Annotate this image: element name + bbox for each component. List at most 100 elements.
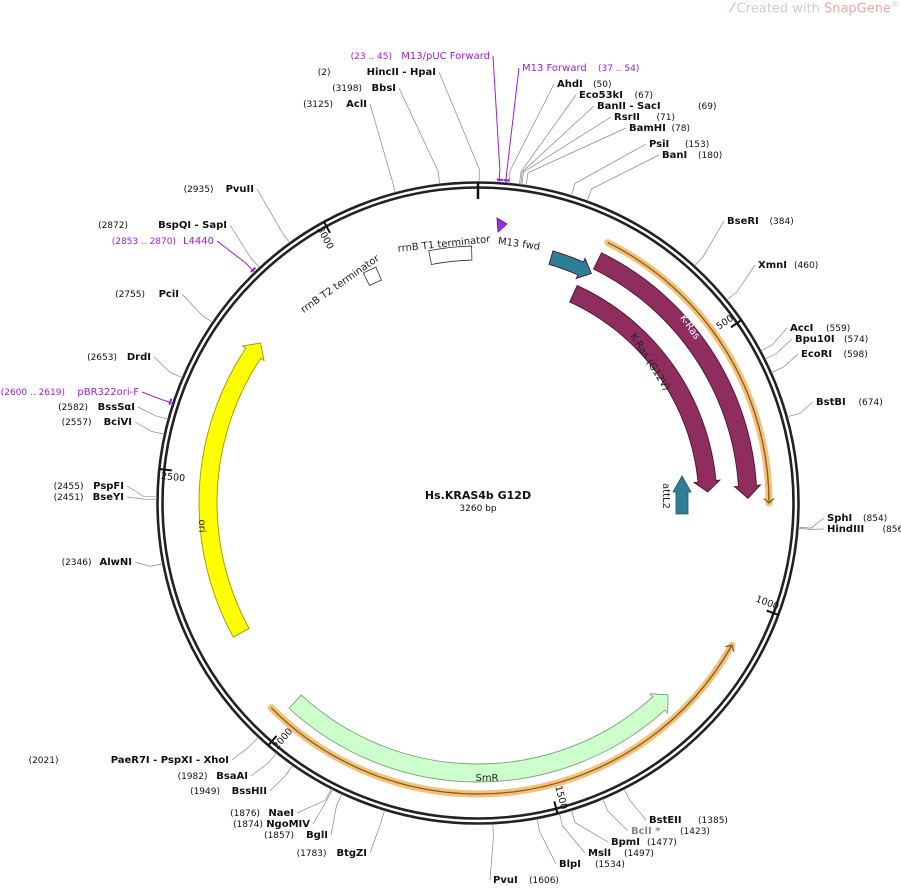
site-position: (2557) xyxy=(62,418,92,428)
primer-binding-mark-2 xyxy=(250,266,257,273)
site-leader-19 xyxy=(602,798,629,832)
site-label-36: DrdI (2653) xyxy=(87,352,151,363)
site-position: (180) xyxy=(698,151,722,161)
site-position: (1857) xyxy=(264,831,294,841)
orange-highlight-arrowhead-0 xyxy=(763,497,775,504)
orange-highlight-line-0 xyxy=(607,241,770,504)
site-label-28: BssHII(1949) xyxy=(190,786,267,797)
site-label-21: MslI(1497) xyxy=(588,848,654,859)
site-label-9: BanI (180) xyxy=(662,150,722,161)
snapgene-watermark: ⁄Created with SnapGene® xyxy=(731,0,900,17)
site-label-23: PvuI (1606) xyxy=(493,875,559,886)
site-label-31: AlwNI(2346) xyxy=(62,557,132,568)
site-leader-6 xyxy=(521,116,612,186)
site-label-7: BamHI(78) xyxy=(629,123,690,134)
site-name: HindIII xyxy=(827,524,864,535)
site-position: (674) xyxy=(859,398,883,408)
feature-kras-arrow xyxy=(592,252,762,499)
site-name: HincII - HpaI xyxy=(367,67,436,78)
site-name: BpmI xyxy=(611,837,640,848)
snapgene-logo-icon: ⁄ xyxy=(731,1,734,17)
site-label-4: Eco53kI(67) xyxy=(579,90,653,101)
site-label-19: BclI *(1423) xyxy=(631,826,710,837)
site-label-13: Bpu10I (574) xyxy=(795,334,868,345)
tick-mark-1000 xyxy=(766,609,780,616)
site-leader-29 xyxy=(250,752,277,777)
site-leader-32 xyxy=(126,496,158,500)
site-label-3: AhdI(50) xyxy=(557,79,611,90)
site-label-33: PspFI(2455) xyxy=(54,481,124,492)
site-name: BciVI xyxy=(104,417,132,428)
site-position: (1606) xyxy=(529,876,559,886)
site-label-26: NgoMIV(1874) xyxy=(233,819,310,830)
site-name: PciI xyxy=(159,289,179,300)
site-position: (460) xyxy=(794,261,818,271)
site-leader-31 xyxy=(134,561,163,567)
site-position: (67) xyxy=(635,91,653,101)
site-leader-24 xyxy=(369,810,386,854)
site-label-18: BstEII(1385) xyxy=(649,815,728,826)
site-name: AlwNI xyxy=(100,557,133,568)
feature-ori-arrow xyxy=(198,342,265,638)
site-name: BbsI xyxy=(372,83,396,94)
tick-mark-500 xyxy=(730,319,743,329)
site-leader-35 xyxy=(137,406,169,420)
site-label-29: BsaAI (1982) xyxy=(178,771,248,782)
site-name: BsaAI xyxy=(216,771,248,782)
site-position: (2935) xyxy=(184,185,214,195)
site-name: BssSαI xyxy=(98,402,135,413)
site-position: (78) xyxy=(672,124,690,134)
feature-label-attl2: attL2 xyxy=(660,483,671,509)
site-label-39: PvuII(2935) xyxy=(184,184,254,195)
site-name: DrdI xyxy=(127,352,151,363)
site-label-37: PciI(2755) xyxy=(115,289,179,300)
site-leader-28 xyxy=(269,765,294,792)
site-leader-20 xyxy=(570,810,609,843)
site-label-27: NaeI(1876) xyxy=(230,808,294,819)
site-position: (3198) xyxy=(332,84,362,94)
site-position: (1982) xyxy=(178,772,208,782)
site-name: NaeI xyxy=(268,808,294,819)
site-label-8: PsiI(153) xyxy=(649,139,709,150)
feature-label-smr: SmR xyxy=(475,773,498,784)
primer-leader-1 xyxy=(505,67,520,184)
site-leader-7 xyxy=(525,127,627,186)
site-name: PvuI xyxy=(493,875,518,886)
plasmid-length: 3260 bp xyxy=(459,504,496,514)
site-label-2: HincII - HpaI(2) xyxy=(318,67,436,78)
site-leader-12 xyxy=(760,327,788,352)
site-position: (856) xyxy=(883,525,901,535)
orange-highlight-arrowhead-1 xyxy=(725,644,735,652)
site-leader-1 xyxy=(398,87,441,185)
site-position: (1783) xyxy=(297,849,327,859)
primer-name: M13/pUC Forward xyxy=(401,51,490,62)
site-label-11: XmnI (460) xyxy=(758,260,818,271)
site-name: BglI xyxy=(306,830,328,841)
site-name: BanI xyxy=(662,150,687,161)
site-position: (598) xyxy=(844,350,868,360)
backbone-layer xyxy=(156,181,800,825)
site-name: BseRI xyxy=(727,216,759,227)
site-name: XmnI xyxy=(758,260,787,271)
tick-label-2500: 2500 xyxy=(160,471,185,484)
site-position: (2021) xyxy=(29,756,59,766)
site-label-0: AclI(3125) xyxy=(303,99,367,110)
feature-smr-arrow xyxy=(288,693,669,783)
site-position: (2653) xyxy=(87,353,117,363)
site-position: (574) xyxy=(844,335,868,345)
site-position: (3125) xyxy=(303,100,333,110)
site-position: (1534) xyxy=(595,860,625,870)
site-name: BspQI - SapI xyxy=(158,220,227,231)
site-label-16: SphI(854) xyxy=(827,513,887,524)
site-label-25: BglI (1857) xyxy=(264,830,328,841)
site-name: Bpu10I xyxy=(795,334,835,345)
site-leader-3 xyxy=(508,83,555,184)
site-position: (2872) xyxy=(98,221,128,231)
site-name: BstBI xyxy=(816,397,846,408)
site-leader-22 xyxy=(536,818,557,865)
site-position: (2455) xyxy=(54,482,84,492)
site-label-20: BpmI(1477) xyxy=(611,837,677,848)
site-position: (1497) xyxy=(624,849,654,859)
feature-rrnb-t1-box xyxy=(428,245,473,265)
site-name: BssHII xyxy=(232,786,267,797)
